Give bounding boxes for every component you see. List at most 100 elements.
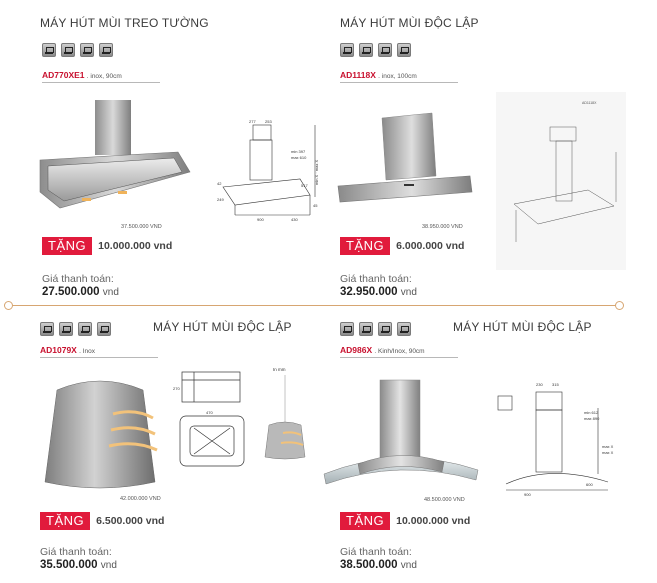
divider-ring-left (4, 301, 13, 310)
dim-4-1: 315 (552, 382, 559, 387)
product-3-pay-value: 35.500.000 vnd (40, 559, 117, 571)
product-2-feature-icons (340, 43, 411, 57)
product-2-dimension-drawing: AD1118X (496, 92, 626, 270)
product-4-title: MÁY HÚT MÙI ĐỘC LẬP (453, 320, 592, 334)
dim-3-0: In mm (273, 367, 286, 372)
dim-4-2: min 612 (584, 410, 599, 415)
product-1-pay-label: Giá thanh toán: (42, 273, 114, 285)
product-1-model-line: AD770XE1 . inox, 90cm (42, 70, 160, 83)
dim-4-5: max X (602, 450, 614, 455)
product-3-spec: . Inox (79, 348, 95, 355)
product-3-pendant-image: In mm (264, 367, 306, 460)
product-3-feature-icons (40, 322, 111, 336)
product-2-spec: . inox, 100cm (378, 73, 417, 80)
product-3-hood-image (44, 380, 158, 489)
gift-badge: TẶNG (340, 237, 391, 255)
product-2-pay-label: Giá thanh toán: (340, 273, 412, 285)
product-4-gift: TẶNG 10.000.000 vnd (340, 512, 470, 530)
product-4-pay-label: Giá thanh toán: (340, 546, 412, 558)
section-divider (8, 305, 620, 306)
hood-feature-icon (80, 43, 94, 57)
product-3-dimension-drawing: 270 470 (173, 371, 245, 467)
hood-feature-icon (359, 322, 373, 336)
hood-feature-icon (40, 322, 54, 336)
dim-1-6: 517 (301, 183, 308, 188)
hood-feature-icon (378, 322, 392, 336)
dim-3-1: 270 (173, 386, 180, 391)
dim-4-0: 230 (536, 382, 543, 387)
product-4-feature-icons (340, 322, 411, 336)
dim-1-1: 253 (265, 119, 272, 124)
product-4-model-line: AD986X . Kinh/Inox, 90cm (340, 345, 458, 358)
product-2-title: MÁY HÚT MÙI ĐỘC LẬP (340, 16, 479, 30)
dim-1-9: min X · max X (314, 160, 319, 185)
pay-amount: 35.500.000 (40, 559, 98, 571)
gift-badge: TẶNG (42, 237, 93, 255)
pay-unit: vnd (102, 287, 119, 298)
dim-3-2: 470 (206, 410, 213, 415)
gift-badge: TẶNG (340, 512, 391, 530)
product-3-title: MÁY HÚT MÙI ĐỘC LẬP (153, 320, 292, 334)
product-2-diagram-label: AD1118X (582, 101, 597, 105)
gift-amount: 6.500.000 vnd (96, 515, 165, 527)
product-4-price: 48.500.000 VND (424, 497, 465, 503)
dim-1-8: 430 (291, 217, 298, 222)
dim-1-0: 277 (249, 119, 256, 124)
product-1-feature-icons (42, 43, 113, 57)
divider-ring-right (615, 301, 624, 310)
dim-1-4: 42 (217, 181, 222, 186)
hood-feature-icon (78, 322, 92, 336)
dim-4-3: max 890 (584, 416, 600, 421)
hood-feature-icon (42, 43, 56, 57)
hood-feature-icon (340, 43, 354, 57)
dim-4-4: max X (602, 444, 614, 449)
product-4-pay-value: 38.500.000 vnd (340, 559, 417, 571)
product-4-dimension-drawing: 230 315 min 612 max 890 max X max X 900 … (497, 382, 614, 496)
product-2-hood-image (337, 112, 473, 203)
product-3-gift: TẶNG 6.500.000 vnd (40, 512, 164, 530)
product-1-model: AD770XE1 (42, 70, 85, 80)
product-2-model: AD1118X (340, 70, 376, 80)
hood-feature-icon (61, 43, 75, 57)
product-4-spec: . Kinh/Inox, 90cm (374, 348, 425, 355)
product-1-hood-image (39, 100, 191, 209)
product-3-price: 42.000.000 VND (120, 496, 161, 502)
pay-unit: vnd (400, 287, 417, 298)
dim-1-10: 45 (313, 203, 318, 208)
pay-amount: 38.500.000 (340, 559, 398, 571)
product-3-model: AD1079X (40, 345, 77, 355)
gift-badge: TẶNG (40, 512, 91, 530)
dim-1-3: max 610 (291, 155, 307, 160)
product-1-dimension-drawing: 277 253 min 397 max 610 42 249 517 900 4… (217, 119, 319, 222)
product-2-price: 38.950.000 VND (422, 224, 463, 230)
dim-1-7: 900 (257, 217, 264, 222)
dim-4-7: 600 (586, 482, 593, 487)
product-4-model: AD986X (340, 345, 373, 355)
pay-amount: 27.500.000 (42, 286, 100, 298)
product-1-title: MÁY HÚT MÙI TREO TƯỜNG (40, 16, 209, 30)
hood-feature-icon (359, 43, 373, 57)
dim-1-5: 249 (217, 197, 224, 202)
product-1-spec: . inox, 90cm (86, 73, 122, 80)
product-3-pay-label: Giá thanh toán: (40, 546, 112, 558)
hood-feature-icon (378, 43, 392, 57)
product-1-price: 37.500.000 VND (121, 224, 162, 230)
lamp-feature-icon (97, 322, 111, 336)
product-2-model-line: AD1118X . inox, 100cm (340, 70, 458, 83)
gift-amount: 6.000.000 vnd (396, 240, 465, 252)
product-1-gift: TẶNG 10.000.000 vnd (42, 237, 172, 255)
product-1-pay-value: 27.500.000 vnd (42, 286, 119, 298)
hood-feature-icon (59, 322, 73, 336)
pay-unit: vnd (100, 560, 117, 571)
product-2-pay-value: 32.950.000 vnd (340, 286, 417, 298)
lamp-feature-icon (397, 43, 411, 57)
dim-1-2: min 397 (291, 149, 306, 154)
lamp-feature-icon (99, 43, 113, 57)
gift-amount: 10.000.000 vnd (98, 240, 173, 252)
lamp-feature-icon (397, 322, 411, 336)
product-3-model-line: AD1079X . Inox (40, 345, 158, 358)
hood-feature-icon (340, 322, 354, 336)
gift-amount: 10.000.000 vnd (396, 515, 471, 527)
dim-4-6: 900 (524, 492, 531, 496)
pay-amount: 32.950.000 (340, 286, 398, 298)
